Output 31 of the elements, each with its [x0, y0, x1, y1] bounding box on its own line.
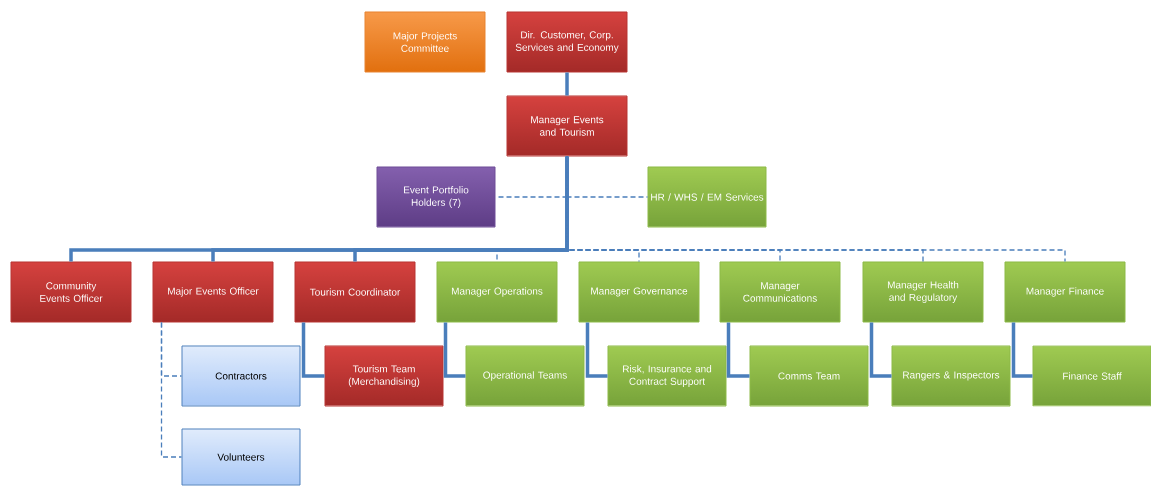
role-box: Tourism Team (Merchandising) — [324, 345, 444, 407]
role-box: Risk, Insurance and Contract Support — [607, 345, 727, 407]
role-box: HR / WHS / EM Services — [647, 166, 767, 228]
connector-line — [1011, 322, 1033, 378]
role-box: Manager Communications — [719, 261, 841, 323]
role-box: Manager Health and Regulatory — [862, 261, 984, 323]
connector-line — [869, 322, 892, 378]
role-box: Finance Staff — [1032, 345, 1151, 407]
committee-box: Major Projects Committee — [364, 11, 486, 73]
role-box: Manager Operations — [436, 261, 558, 323]
role-box: Manager Finance — [1004, 261, 1126, 323]
connector-line — [353, 156, 569, 262]
role-box: Tourism Coordinator — [294, 261, 416, 323]
role-box: Manager Governance — [578, 261, 700, 323]
role-box: Event Portfolio Holders (7) — [376, 166, 496, 228]
role-box: Major Events Officer — [152, 261, 274, 323]
connector-line — [565, 72, 569, 96]
connector-line — [443, 322, 466, 378]
connector-line — [726, 322, 750, 378]
connector-line — [160, 321, 183, 458]
team-box: Contractors — [181, 345, 301, 407]
role-box: Rangers & Inspectors — [891, 345, 1011, 407]
connector-line — [585, 322, 608, 378]
connector-line — [301, 322, 325, 378]
role-box: Comms Team — [749, 345, 869, 407]
role-box: Dir. Customer, Corp. Services and Economy — [506, 11, 628, 73]
role-box: Operational Teams — [465, 345, 585, 407]
role-box: Community Events Officer — [10, 261, 132, 323]
team-box: Volunteers — [181, 428, 301, 486]
role-box: Manager Events and Tourism — [506, 95, 628, 157]
connector-line — [566, 155, 1066, 263]
